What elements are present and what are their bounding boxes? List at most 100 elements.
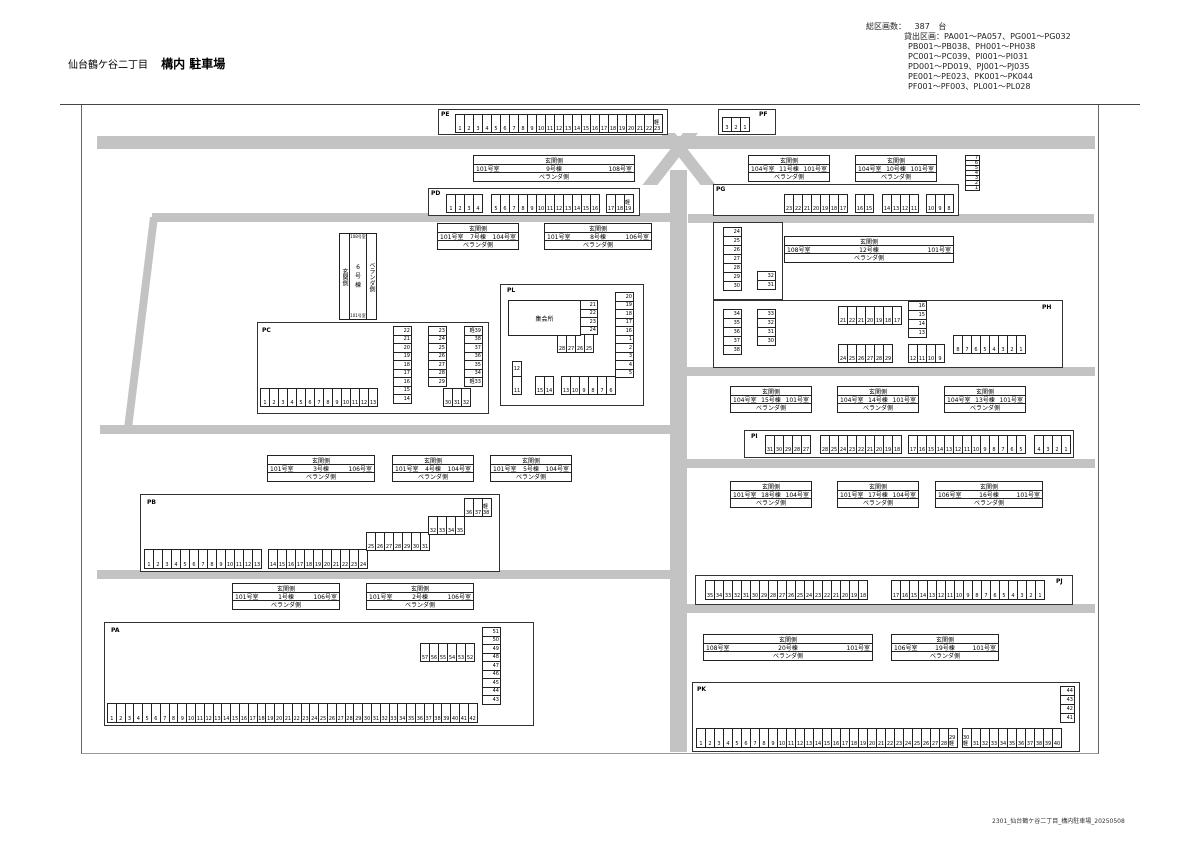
unit-left: 101号室 [476,165,500,173]
parking-stall-pb[interactable]: 軽38 [482,498,492,517]
parking-stall-pc[interactable]: 14 [393,394,412,404]
parking-stall-pj[interactable]: 18 [858,580,868,600]
veranda-side-label: ベランダ側 [755,405,786,413]
parking-stall-pg[interactable]: 17 [838,194,848,213]
parking-stall-pa[interactable]: 42 [467,703,478,723]
parking-stall-pi[interactable]: 27 [801,435,811,454]
parking-stall-pg[interactable]: 11 [909,194,919,213]
parking-stall-ph[interactable]: 38 [723,345,742,355]
unit-left: 106号室 [938,491,962,499]
parking-stall-pb[interactable]: 24 [358,549,368,569]
building-name: 15号棟 [761,396,781,404]
entrance-side-label: 玄関側 [276,585,295,593]
unit-left: 104号室 [947,396,971,404]
veranda-side-label: ベランダ側 [969,405,1000,413]
parking-stall-pl[interactable]: 14 [544,376,554,395]
site-boundary [81,105,1099,754]
unit-right: 104号室 [447,465,471,473]
parking-stall-pk[interactable]: 29軽 [948,728,958,748]
entrance-row: 玄関側 [731,387,811,396]
parking-stall-pe[interactable]: 軽23 [653,114,663,133]
building-name: 4号棟 [425,465,441,473]
entrance-side-label: 玄関側 [761,388,780,396]
unit-right: 104号室 [785,491,809,499]
veranda-row: ベランダ側 [731,499,811,507]
parking-stall-pc[interactable]: 32 [461,388,471,407]
parking-stall-pc[interactable]: 13 [368,388,378,407]
parking-stall-pl[interactable]: 6 [606,376,616,395]
entrance-row: 玄関側 [474,156,634,165]
total-row: 総区画数： 387 台 [866,22,1071,32]
veranda-side-label: ベランダ側 [404,602,435,610]
parking-stall-ph[interactable]: 17 [892,306,902,325]
parking-stall-ph[interactable]: 1 [1016,335,1026,354]
parking-stall-pb[interactable]: 35 [455,516,465,535]
veranda-row: ベランダ側 [491,473,571,481]
unit-right: 104号室 [545,465,569,473]
parking-stall-pi[interactable]: 1 [1061,435,1071,454]
entrance-side-label: 玄関側 [468,225,487,233]
parking-stall-pl[interactable]: 12 [512,361,522,377]
building-name: 10号棟 [886,165,906,173]
veranda-row: ベランダ側 [233,601,339,609]
parking-stall-pa[interactable]: 52 [465,643,475,662]
entrance-side-label: 玄関側 [544,157,563,165]
parking-stall-pd[interactable]: 16 [590,194,600,213]
unit-left: 104号室 [751,165,775,173]
parking-stall-pg[interactable]: 15 [864,194,874,213]
entrance-row: 玄関側 [838,387,918,396]
veranda-side-label: ベランダ側 [270,602,301,610]
parking-stall-pi[interactable]: 5 [1016,435,1026,454]
parking-stall-pg[interactable]: 30 [723,281,742,291]
parking-stall-pi[interactable]: 18 [892,435,902,454]
entrance-row: 玄関側 [785,237,953,246]
parking-stall-ph[interactable]: 29 [883,344,893,363]
parking-stall-pl[interactable]: 11 [512,376,522,395]
veranda-row: ベランダ側 [936,499,1042,507]
parking-stall-pd[interactable]: 軽19 [624,194,634,213]
parking-stall-pg[interactable]: 1 [965,185,980,191]
parking-stall-pc[interactable]: 29 [428,377,447,387]
unit-right: 106号室 [348,465,372,473]
building-name: 19号棟 [935,644,955,652]
entrance-row: 玄関側 [731,482,811,491]
parking-stall-pl[interactable]: 5 [615,368,634,378]
parking-stall-pj[interactable]: 1 [1035,580,1045,600]
building-name: 9号棟 [546,165,562,173]
parking-stall-ph[interactable]: 30 [757,336,776,346]
veranda-side-label: ベランダ側 [538,174,569,182]
parking-stall-pk[interactable]: 41 [1060,713,1075,723]
entrance-side-label: 玄関側 [859,238,878,246]
parking-stall-pg[interactable]: 31 [757,280,776,290]
parking-stall-pl[interactable]: 25 [584,334,594,353]
zone-label: PL [507,287,516,294]
parking-stall-pc[interactable]: 軽33 [464,377,483,387]
parking-stall-pk[interactable]: 40 [1052,728,1062,748]
veranda-row: ベランダ側 [731,404,811,412]
parking-stall-ph[interactable]: 13 [908,328,927,338]
parking-stall-pf[interactable]: 1 [740,117,750,132]
parking-stall-pb[interactable]: 13 [252,549,262,569]
parking-stall-ph[interactable]: 9 [935,344,945,363]
unit-right: 101号室 [892,396,916,404]
zone-label: PA [111,627,120,634]
parking-stall-pa[interactable]: 43 [482,695,501,705]
parking-stall-pd[interactable]: 4 [473,194,483,213]
parking-stall-pg[interactable]: 8 [944,194,954,213]
lease-range: PC001～PC039、PI001～PI031 [908,52,1029,61]
parking-stall-pb[interactable]: 31 [420,532,430,551]
